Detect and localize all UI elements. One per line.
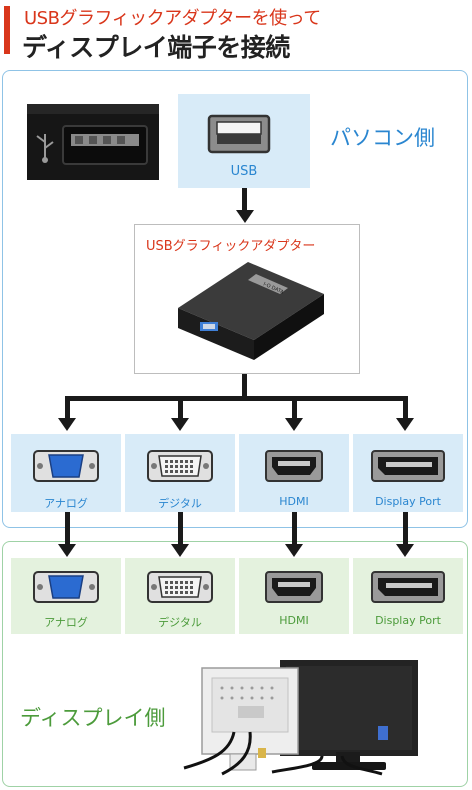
display-label-digital: デジタル [158, 616, 202, 629]
adapter-port-vga [11, 434, 121, 512]
adapter-port-displayport [353, 434, 463, 512]
adapter-port-hdmi [239, 434, 349, 512]
arrow-down-icon [396, 544, 414, 557]
header-subtitle: USBグラフィックアダプターを使って [24, 8, 321, 29]
arrow-down-icon [285, 544, 303, 557]
display-port-hdmi [239, 558, 349, 634]
vga-port-icon [33, 571, 99, 603]
connector-usb-adapter [242, 188, 247, 212]
arrow-down-icon [58, 418, 76, 431]
adapter-label: USBグラフィックアダプター [146, 239, 316, 254]
arrow-down-icon [396, 418, 414, 431]
display-port-dvi [125, 558, 235, 634]
port-label-digital: デジタル [158, 497, 202, 510]
connector-branch-2 [178, 396, 183, 420]
arrow-down-icon [171, 418, 189, 431]
connector-branch-bar [65, 396, 408, 401]
usb-port-photo [27, 104, 159, 180]
connector-branch-1 [65, 396, 70, 420]
vga-port-icon [33, 450, 99, 482]
arrow-down-icon [171, 544, 189, 557]
displayport-icon [371, 571, 445, 603]
display-port-displayport [353, 558, 463, 634]
connector-branch-4 [403, 396, 408, 420]
port-label-displayport: Display Port [375, 495, 441, 508]
arrow-down-icon [58, 544, 76, 557]
adapter-port-dvi [125, 434, 235, 512]
display-label-analog: アナログ [44, 616, 88, 629]
monitors-rear-illustration [183, 660, 418, 776]
connector-branch-3 [292, 396, 297, 420]
hdmi-port-icon [265, 571, 323, 603]
connector-cable-2 [178, 512, 183, 546]
usb-port-icon [207, 114, 271, 154]
arrow-down-icon [285, 418, 303, 431]
port-label-hdmi: HDMI [279, 495, 309, 508]
connector-cable-3 [292, 512, 297, 546]
dvi-port-icon [147, 450, 213, 482]
display-port-vga [11, 558, 121, 634]
connector-cable-1 [65, 512, 70, 546]
usb-port-tile [178, 94, 310, 188]
hdmi-port-icon [265, 450, 323, 482]
page-title: ディスプレイ端子を接続 [22, 33, 290, 62]
displayport-icon [371, 450, 445, 482]
arrow-down-icon [236, 210, 254, 223]
port-label-analog: アナログ [44, 497, 88, 510]
display-label-hdmi: HDMI [279, 614, 309, 627]
connector-adapter-trunk [242, 374, 247, 398]
dvi-port-icon [147, 571, 213, 603]
usb-label: USB [230, 164, 258, 179]
display-side-label: ディスプレイ側 [20, 706, 166, 730]
header-accent-bar [4, 6, 10, 54]
pc-side-label: パソコン側 [330, 126, 435, 150]
display-label-displayport: Display Port [375, 614, 441, 627]
usb-graphics-adapter-device: I-O DATA [178, 262, 324, 360]
connector-cable-4 [403, 512, 408, 546]
